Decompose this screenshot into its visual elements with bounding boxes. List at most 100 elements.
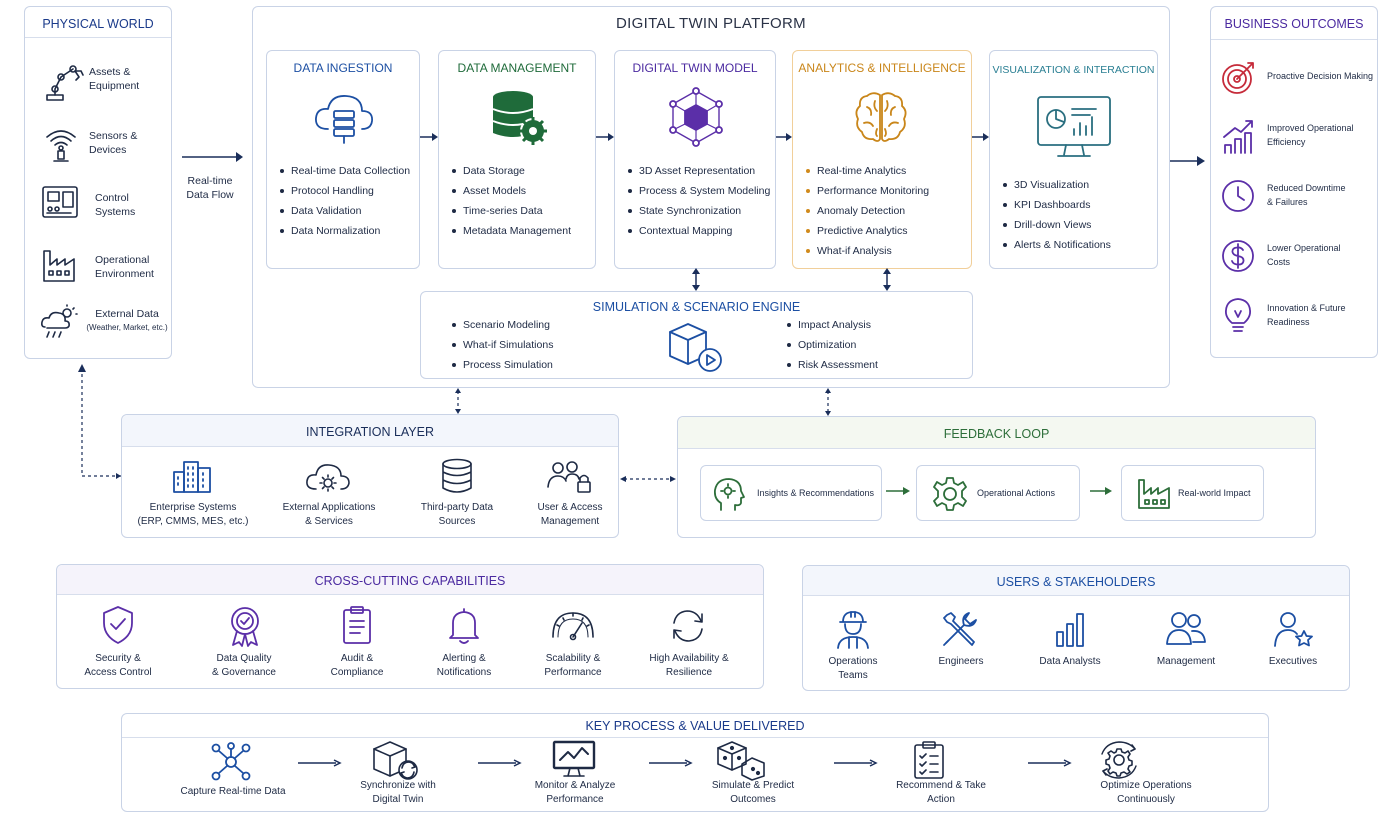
list-item: Performance Monitoring <box>805 181 971 201</box>
list-item: 3D Visualization <box>1002 175 1156 195</box>
feedback-actions: Operational Actions <box>977 488 1056 498</box>
database-gear-icon <box>491 89 551 147</box>
bar-chart-icon <box>1053 610 1087 648</box>
physical-item-sensors: Sensors & Devices <box>89 130 138 156</box>
user-executives: Executives <box>1268 656 1318 667</box>
key-process-title: KEY PROCESS & VALUE DELIVERED <box>585 719 805 733</box>
process-step-optimize: Optimize Operations Continuously <box>1100 780 1192 805</box>
gear-cycle-icon <box>1096 740 1142 780</box>
simulation-left-list: Scenario Modeling What-if Simulations Pr… <box>451 315 591 375</box>
dollar-icon <box>1221 239 1255 273</box>
arrow-model-simulation <box>692 268 700 291</box>
capability-quality: Data Quality & Governance <box>212 653 276 678</box>
capability-scalability: Scalability & Performance <box>544 653 602 678</box>
integration-external: External Applications & Services <box>282 502 376 527</box>
bell-icon <box>447 605 481 645</box>
arrow-analytics-visualization <box>972 133 989 141</box>
arrow-analytics-simulation <box>883 268 891 291</box>
tools-icon <box>941 610 979 648</box>
process-step-monitor: Monitor & Analyze Performance <box>534 780 616 805</box>
physical-item-assets: Assets & Equipment <box>89 66 140 92</box>
simulation-right-list: Impact Analysis Optimization Risk Assess… <box>786 315 926 375</box>
gauge-icon <box>549 607 597 641</box>
integration-enterprise: Enterprise Systems (ERP, CMMS, MES, etc.… <box>137 502 249 527</box>
arrow-integration-feedback <box>620 476 676 482</box>
flow-label: Real-time Data Flow <box>186 175 234 201</box>
clipboard-icon <box>341 605 373 645</box>
list-item: Impact Analysis <box>786 315 926 335</box>
badge-icon <box>227 605 263 647</box>
simulation-panel: SIMULATION & SCENARIO ENGINE Scenario Mo… <box>420 291 973 379</box>
outcome-costs: Lower Operational Costs <box>1267 243 1341 267</box>
arrow-integration-physical <box>78 364 121 479</box>
robot-arm-icon <box>41 59 85 103</box>
platform-title: DIGITAL TWIN PLATFORM <box>616 15 806 32</box>
list-item: Anomaly Detection <box>805 201 971 221</box>
feedback-title: FEEDBACK LOOP <box>943 427 1050 441</box>
shield-icon <box>101 605 135 645</box>
business-outcomes-panel: BUSINESS OUTCOMES Proactive Decision Mak… <box>1210 6 1378 358</box>
visualization-panel: VISUALIZATION & INTERACTION 3D Visualiza… <box>989 50 1158 269</box>
business-outcomes-title: BUSINESS OUTCOMES <box>1224 17 1364 31</box>
simulation-title: SIMULATION & SCENARIO ENGINE <box>592 300 801 314</box>
refresh-icon <box>669 607 707 645</box>
lightbulb-icon <box>1223 297 1253 335</box>
physical-item-control: Control Systems <box>95 192 136 218</box>
sensor-icon <box>41 125 81 165</box>
list-item: Protocol Handling <box>279 181 419 201</box>
factory-icon <box>41 245 79 283</box>
gear-icon <box>931 475 969 513</box>
cloud-gear-icon <box>304 459 352 495</box>
list-item: Predictive Analytics <box>805 221 971 241</box>
list-item: Process Simulation <box>451 355 591 375</box>
data-ingestion-panel: DATA INGESTION Real-time Data Collection… <box>266 50 420 269</box>
arrow-platform-feedback <box>825 388 831 416</box>
capability-audit: Audit & Compliance <box>330 653 384 678</box>
analytics-panel: ANALYTICS & INTELLIGENCE Real-time Analy… <box>792 50 972 269</box>
control-panel-icon <box>41 185 79 221</box>
physical-item-environment: Operational Environment <box>95 254 154 280</box>
data-ingestion-title: DATA INGESTION <box>293 61 393 75</box>
data-management-title: DATA MANAGEMENT <box>457 61 577 75</box>
list-item: Data Normalization <box>279 221 419 241</box>
outcome-proactive: Proactive Decision Making <box>1267 71 1374 81</box>
outcome-innovation: Innovation & Future Readiness <box>1267 303 1346 327</box>
process-step-recommend: Recommend & Take Action <box>896 780 986 805</box>
brain-icon <box>853 89 909 145</box>
data-management-list: Data Storage Asset Models Time-series Da… <box>451 161 595 241</box>
factory-icon <box>1136 476 1172 510</box>
data-ingestion-list: Real-time Data Collection Protocol Handl… <box>279 161 419 241</box>
weather-icon <box>39 303 79 343</box>
list-item: What-if Simulations <box>451 335 591 355</box>
user-operations: Operations Teams <box>828 656 878 681</box>
checklist-icon <box>912 740 946 780</box>
cube-network-icon <box>667 87 725 147</box>
integration-thirdparty: Third-party Data Sources <box>420 502 494 527</box>
list-item: Data Storage <box>451 161 595 181</box>
outcome-efficiency: Improved Operational Efficiency <box>1267 123 1354 147</box>
process-step-simulate: Simulate & Predict Outcomes <box>711 780 795 805</box>
cross-cutting-title: CROSS-CUTTING CAPABILITIES <box>314 574 506 588</box>
process-arrows <box>298 759 1072 767</box>
clock-icon <box>1221 179 1255 213</box>
digital-twin-model-title: DIGITAL TWIN MODEL <box>632 61 758 75</box>
list-item: State Synchronization <box>627 201 777 221</box>
feedback-impact-card: Real-world Impact <box>1121 465 1264 521</box>
feedback-insights-card: Insights & Recommendations <box>700 465 882 521</box>
arrow-platform-outcomes <box>1170 156 1205 166</box>
buildings-icon <box>172 460 212 494</box>
analytics-list: Real-time Analytics Performance Monitori… <box>805 161 971 261</box>
capability-alerting: Alerting & Notifications <box>436 653 492 678</box>
realtime-flow-arrow <box>182 152 243 162</box>
list-item: 3D Asset Representation <box>627 161 777 181</box>
list-item: Data Validation <box>279 201 419 221</box>
dice-icon <box>716 740 768 781</box>
physical-world-panel: PHYSICAL WORLD Assets & Equipment Sensor… <box>24 6 172 359</box>
list-item: Asset Models <box>451 181 595 201</box>
list-item: Time-series Data <box>451 201 595 221</box>
target-icon <box>1221 59 1257 95</box>
list-item: Scenario Modeling <box>451 315 591 335</box>
list-item: Metadata Management <box>451 221 595 241</box>
users-lock-icon <box>546 459 594 495</box>
